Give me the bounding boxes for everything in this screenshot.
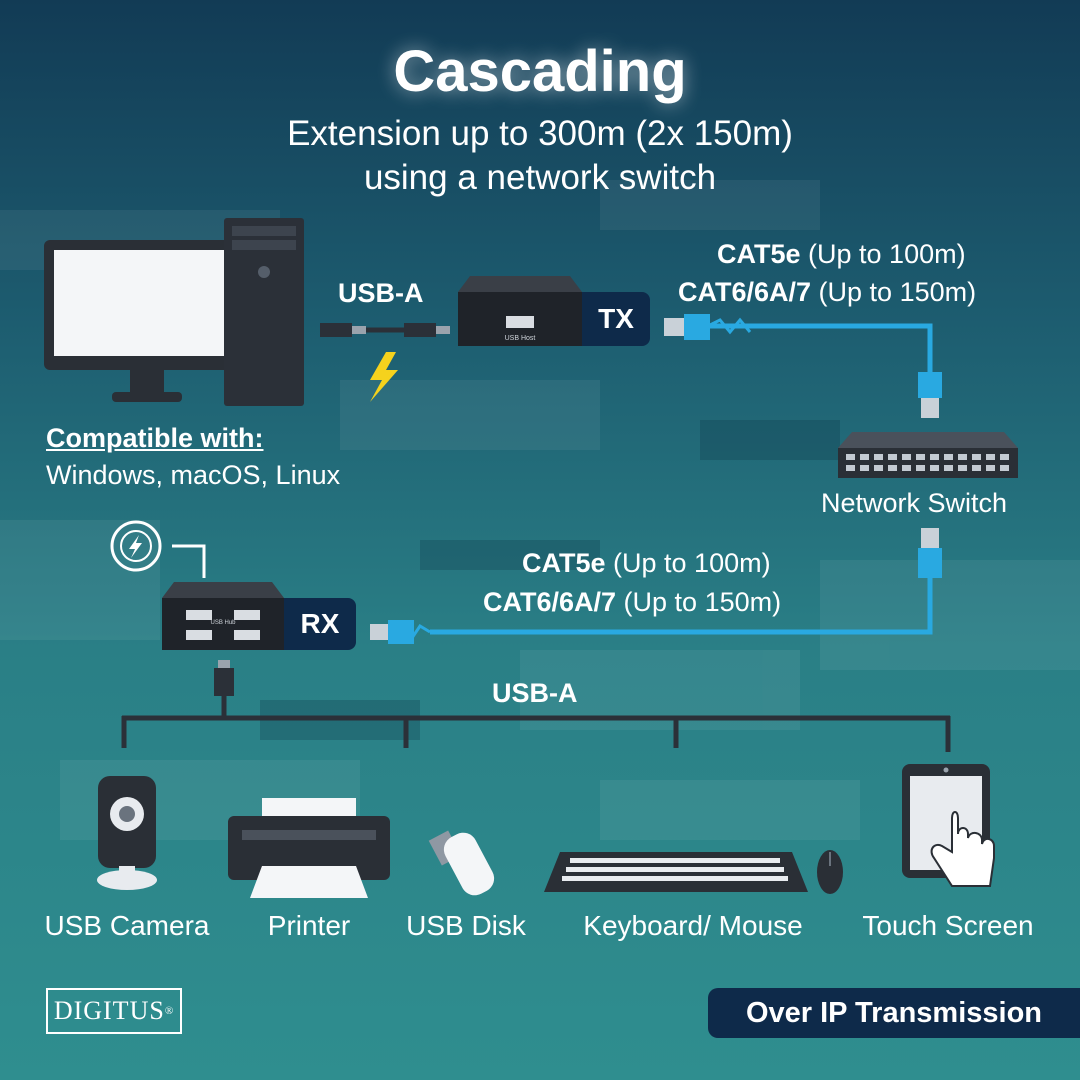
subtitle-line-1: Extension up to 300m (2x 150m): [287, 114, 793, 153]
compatible-heading: Compatible with:: [46, 423, 264, 453]
logo-registered-mark: ®: [164, 1005, 175, 1017]
subtitle-line-2: using a network switch: [363, 158, 717, 197]
device-label-touch-screen: Touch Screen: [862, 910, 1034, 941]
device-label-usb-disk: USB Disk: [406, 910, 526, 941]
cable-spec-bottom-line-2-bold: CAT6/6A/7: [483, 587, 617, 617]
rj45-plug-switch-top: [918, 372, 942, 418]
page-title: Cascading: [393, 39, 687, 104]
cable-spec-top-line-1-bold: CAT5e: [717, 239, 801, 269]
device-label-usb-camera: USB Camera: [44, 910, 210, 941]
network-switch-icon: [838, 432, 1018, 478]
cable-spec-top-line-2-rest: (Up to 150m): [811, 277, 977, 307]
power-icon: [110, 520, 206, 578]
cable-spec-bottom-line-2: CAT6/6A/7 (Up to 150m): [483, 587, 781, 618]
network-switch-label: Network Switch: [821, 488, 1008, 518]
device-label-printer: Printer: [267, 910, 351, 941]
usb-distribution-lines: [121, 715, 951, 752]
cable-tx-to-switch: [707, 317, 933, 372]
usb-a-top-label: USB-A: [338, 278, 424, 308]
compatible-os: Windows, macOS, Linux: [46, 460, 341, 490]
tx-badge: TX: [582, 292, 650, 346]
usb-camera-icon: [97, 776, 157, 890]
usb-a-bottom-label: USB-A: [492, 678, 578, 708]
rj45-plug-rx: [370, 620, 414, 644]
cable-spec-top-line-2: CAT6/6A/7 (Up to 150m): [678, 277, 976, 308]
tx-port-label: USB Host: [505, 335, 536, 342]
rx-port-label: USB Hub: [210, 620, 236, 626]
device-label-keyboard-mouse: Keyboard/ Mouse: [583, 910, 803, 941]
rx-usb-plug: [214, 660, 234, 716]
cable-spec-top-line-1-rest: (Up to 100m): [800, 239, 966, 269]
digitus-logo: DIGITUS®: [46, 988, 182, 1034]
rx-badge: RX: [284, 598, 356, 650]
mouse-icon: [817, 850, 843, 894]
tx-extender-icon: [458, 276, 582, 346]
usb-disk-icon: [428, 830, 495, 896]
hand-pointer-icon: [930, 811, 995, 887]
cable-spec-top-line-2-bold: CAT6/6A/7: [678, 277, 812, 307]
computer-icon: [224, 218, 304, 406]
cable-spec-bottom-line-1-bold: CAT5e: [522, 548, 606, 578]
printer-icon: [228, 798, 390, 898]
cable-spec-top-line-1: CAT5e (Up to 100m): [717, 239, 966, 270]
monitor-icon: [44, 240, 250, 402]
keyboard-icon: [544, 852, 808, 892]
rj45-plug-switch-bottom: [918, 528, 942, 578]
cable-spec-bottom-line-2-rest: (Up to 150m): [616, 587, 782, 617]
cable-spec-bottom-line-1: CAT5e (Up to 100m): [522, 548, 771, 579]
lightning-icon: [370, 352, 398, 402]
footer-banner: Over IP Transmission: [708, 988, 1080, 1038]
rx-extender-icon: [162, 582, 284, 650]
cable-spec-bottom-line-1-rest: (Up to 100m): [605, 548, 771, 578]
usb-cable-icon: [320, 323, 450, 337]
rj45-plug-tx: [664, 314, 710, 340]
logo-text: DIGITUS: [53, 996, 165, 1025]
